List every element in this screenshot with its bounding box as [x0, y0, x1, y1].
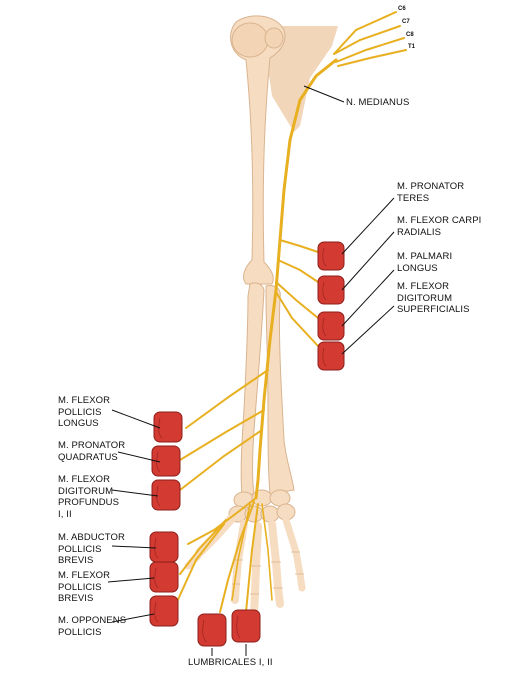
muscle-pronator-teres [317, 241, 345, 271]
muscle-flexor-digitorum-profundus [151, 479, 181, 511]
label-n-medianus: N. MEDIANUS [346, 97, 410, 108]
label-lumbricales: LUMBRICALES I, II [188, 657, 273, 668]
muscle-palmaris-longus [317, 311, 345, 341]
root-c6 [333, 11, 397, 55]
muscle-lumbrical-i [197, 613, 227, 647]
muscles-left [149, 411, 261, 647]
nerve-trunk [254, 58, 338, 500]
muscle-fiber-lines [154, 247, 327, 643]
muscle-opponens-pollicis [149, 595, 179, 627]
ulna-bone [240, 282, 265, 497]
radius-bone [265, 285, 295, 495]
scapula-shape [262, 26, 338, 132]
humeral-head [231, 22, 269, 58]
humeral-tubercle [264, 27, 284, 49]
muscle-pronator-quadratus [151, 445, 181, 477]
root-label-c8: C8 [406, 32, 414, 38]
finger-bones [184, 513, 306, 618]
muscle-abductor-pollicis-brevis [149, 531, 179, 563]
root-c8 [335, 37, 405, 63]
muscle-lumbrical-ii [231, 609, 261, 643]
root-label-c6: C6 [398, 6, 406, 12]
root-t1 [337, 49, 407, 67]
root-label-c7: C7 [402, 19, 410, 25]
humerus-bone [230, 15, 286, 285]
muscle-flexor-digitorum-superficialis [317, 341, 345, 371]
muscle-flexor-pollicis-longus [153, 411, 183, 443]
median-nerve [175, 11, 407, 613]
muscles-right [317, 241, 345, 371]
root-label-t1: T1 [408, 44, 416, 50]
muscle-flexor-pollicis-brevis [149, 561, 179, 593]
leader-lines [107, 85, 395, 656]
root-c7 [333, 25, 401, 55]
muscle-flexor-carpi-radialis [317, 275, 345, 305]
